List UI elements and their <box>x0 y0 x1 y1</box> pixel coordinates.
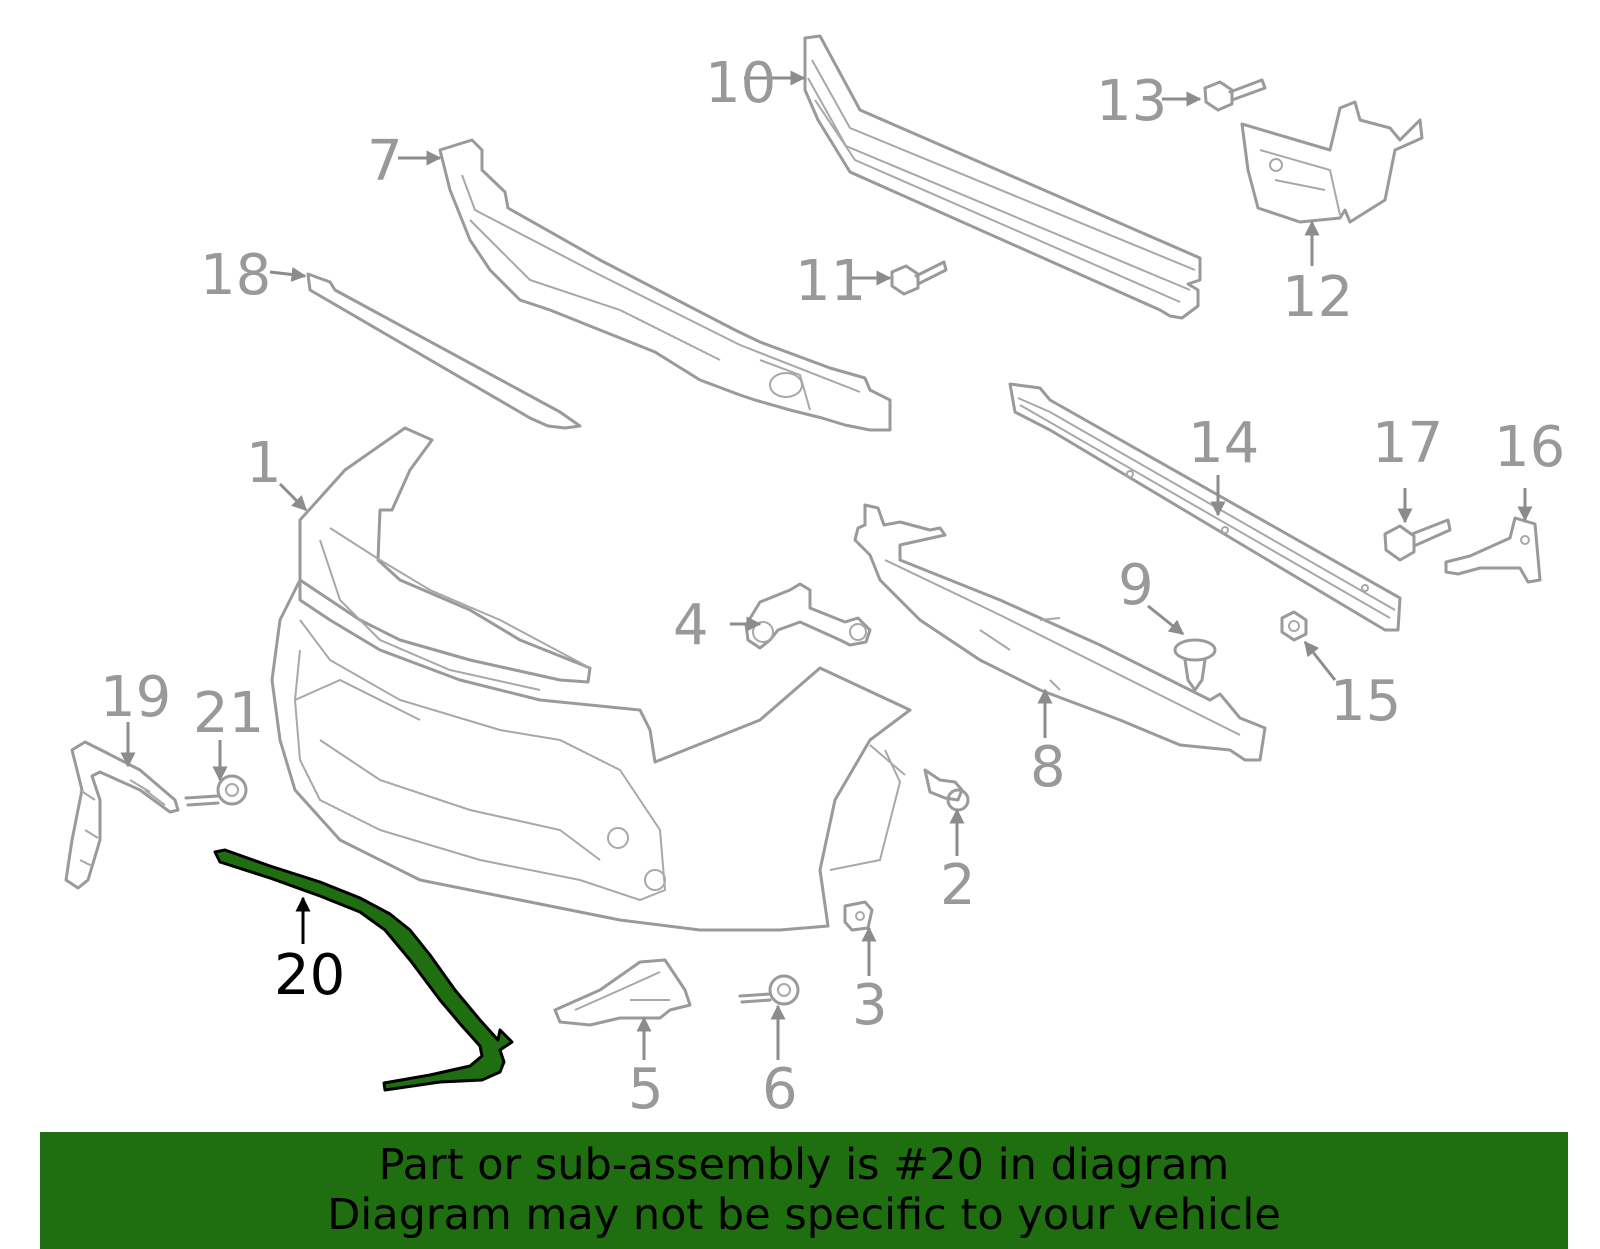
part-8-lower-absorber <box>853 503 1267 762</box>
part-13-bolt <box>1203 78 1267 112</box>
callout-14: 14 <box>1188 411 1259 476</box>
callout-8: 8 <box>1030 735 1066 800</box>
callout-15: 15 <box>1330 669 1401 734</box>
callout-1: 1 <box>246 431 282 496</box>
callout-21: 21 <box>193 681 264 746</box>
banner-line-1: Part or sub-assembly is #20 in diagram <box>378 1140 1230 1190</box>
callout-6: 6 <box>762 1057 798 1122</box>
part-14-lower-beam <box>1008 382 1402 632</box>
callout-9: 9 <box>1118 553 1154 618</box>
callout-3: 3 <box>852 973 888 1038</box>
callout-11: 11 <box>795 249 866 314</box>
callout-arrows <box>120 70 1533 1060</box>
part-10-reinforcement-beam <box>803 34 1202 320</box>
part-16-bracket <box>1444 516 1542 584</box>
part-9-clip <box>1173 638 1217 692</box>
banner-line-2: Diagram may not be specific to your vehi… <box>327 1190 1281 1240</box>
callout-10: 10 <box>705 51 776 116</box>
callout-18: 18 <box>200 243 271 308</box>
part-1-bumper-cover <box>270 426 912 932</box>
part-19-bracket <box>64 740 180 890</box>
callout-12: 12 <box>1282 265 1353 330</box>
callout-5: 5 <box>628 1057 664 1122</box>
callout-4: 4 <box>673 593 709 658</box>
part-17-bolt <box>1383 518 1452 562</box>
part-7-energy-absorber <box>438 138 892 432</box>
callout-19: 19 <box>100 665 171 730</box>
part-2-clip <box>923 768 970 812</box>
callout-7: 7 <box>367 129 403 194</box>
part-21-bolt <box>184 774 248 807</box>
callout-2: 2 <box>940 853 976 918</box>
part-11-bolt <box>890 260 948 296</box>
callout-17: 17 <box>1372 411 1443 476</box>
callout-20: 20 <box>274 943 345 1008</box>
part-12-bracket <box>1240 100 1424 224</box>
callout-16: 16 <box>1494 415 1565 480</box>
callout-labels: 10 13 7 18 11 12 14 17 16 1 9 4 15 19 21… <box>100 51 1565 1122</box>
part-info-banner: Part or sub-assembly is #20 in diagram D… <box>40 1132 1568 1249</box>
part-20-molding-highlighted[interactable] <box>213 848 514 1092</box>
part-6-bolt <box>738 974 800 1006</box>
part-3-clip <box>843 900 874 932</box>
part-18-molding <box>306 272 582 430</box>
part-4-bracket <box>744 582 872 650</box>
part-15-nut <box>1280 610 1308 642</box>
callout-13: 13 <box>1096 69 1167 134</box>
part-5-bracket <box>553 958 692 1027</box>
